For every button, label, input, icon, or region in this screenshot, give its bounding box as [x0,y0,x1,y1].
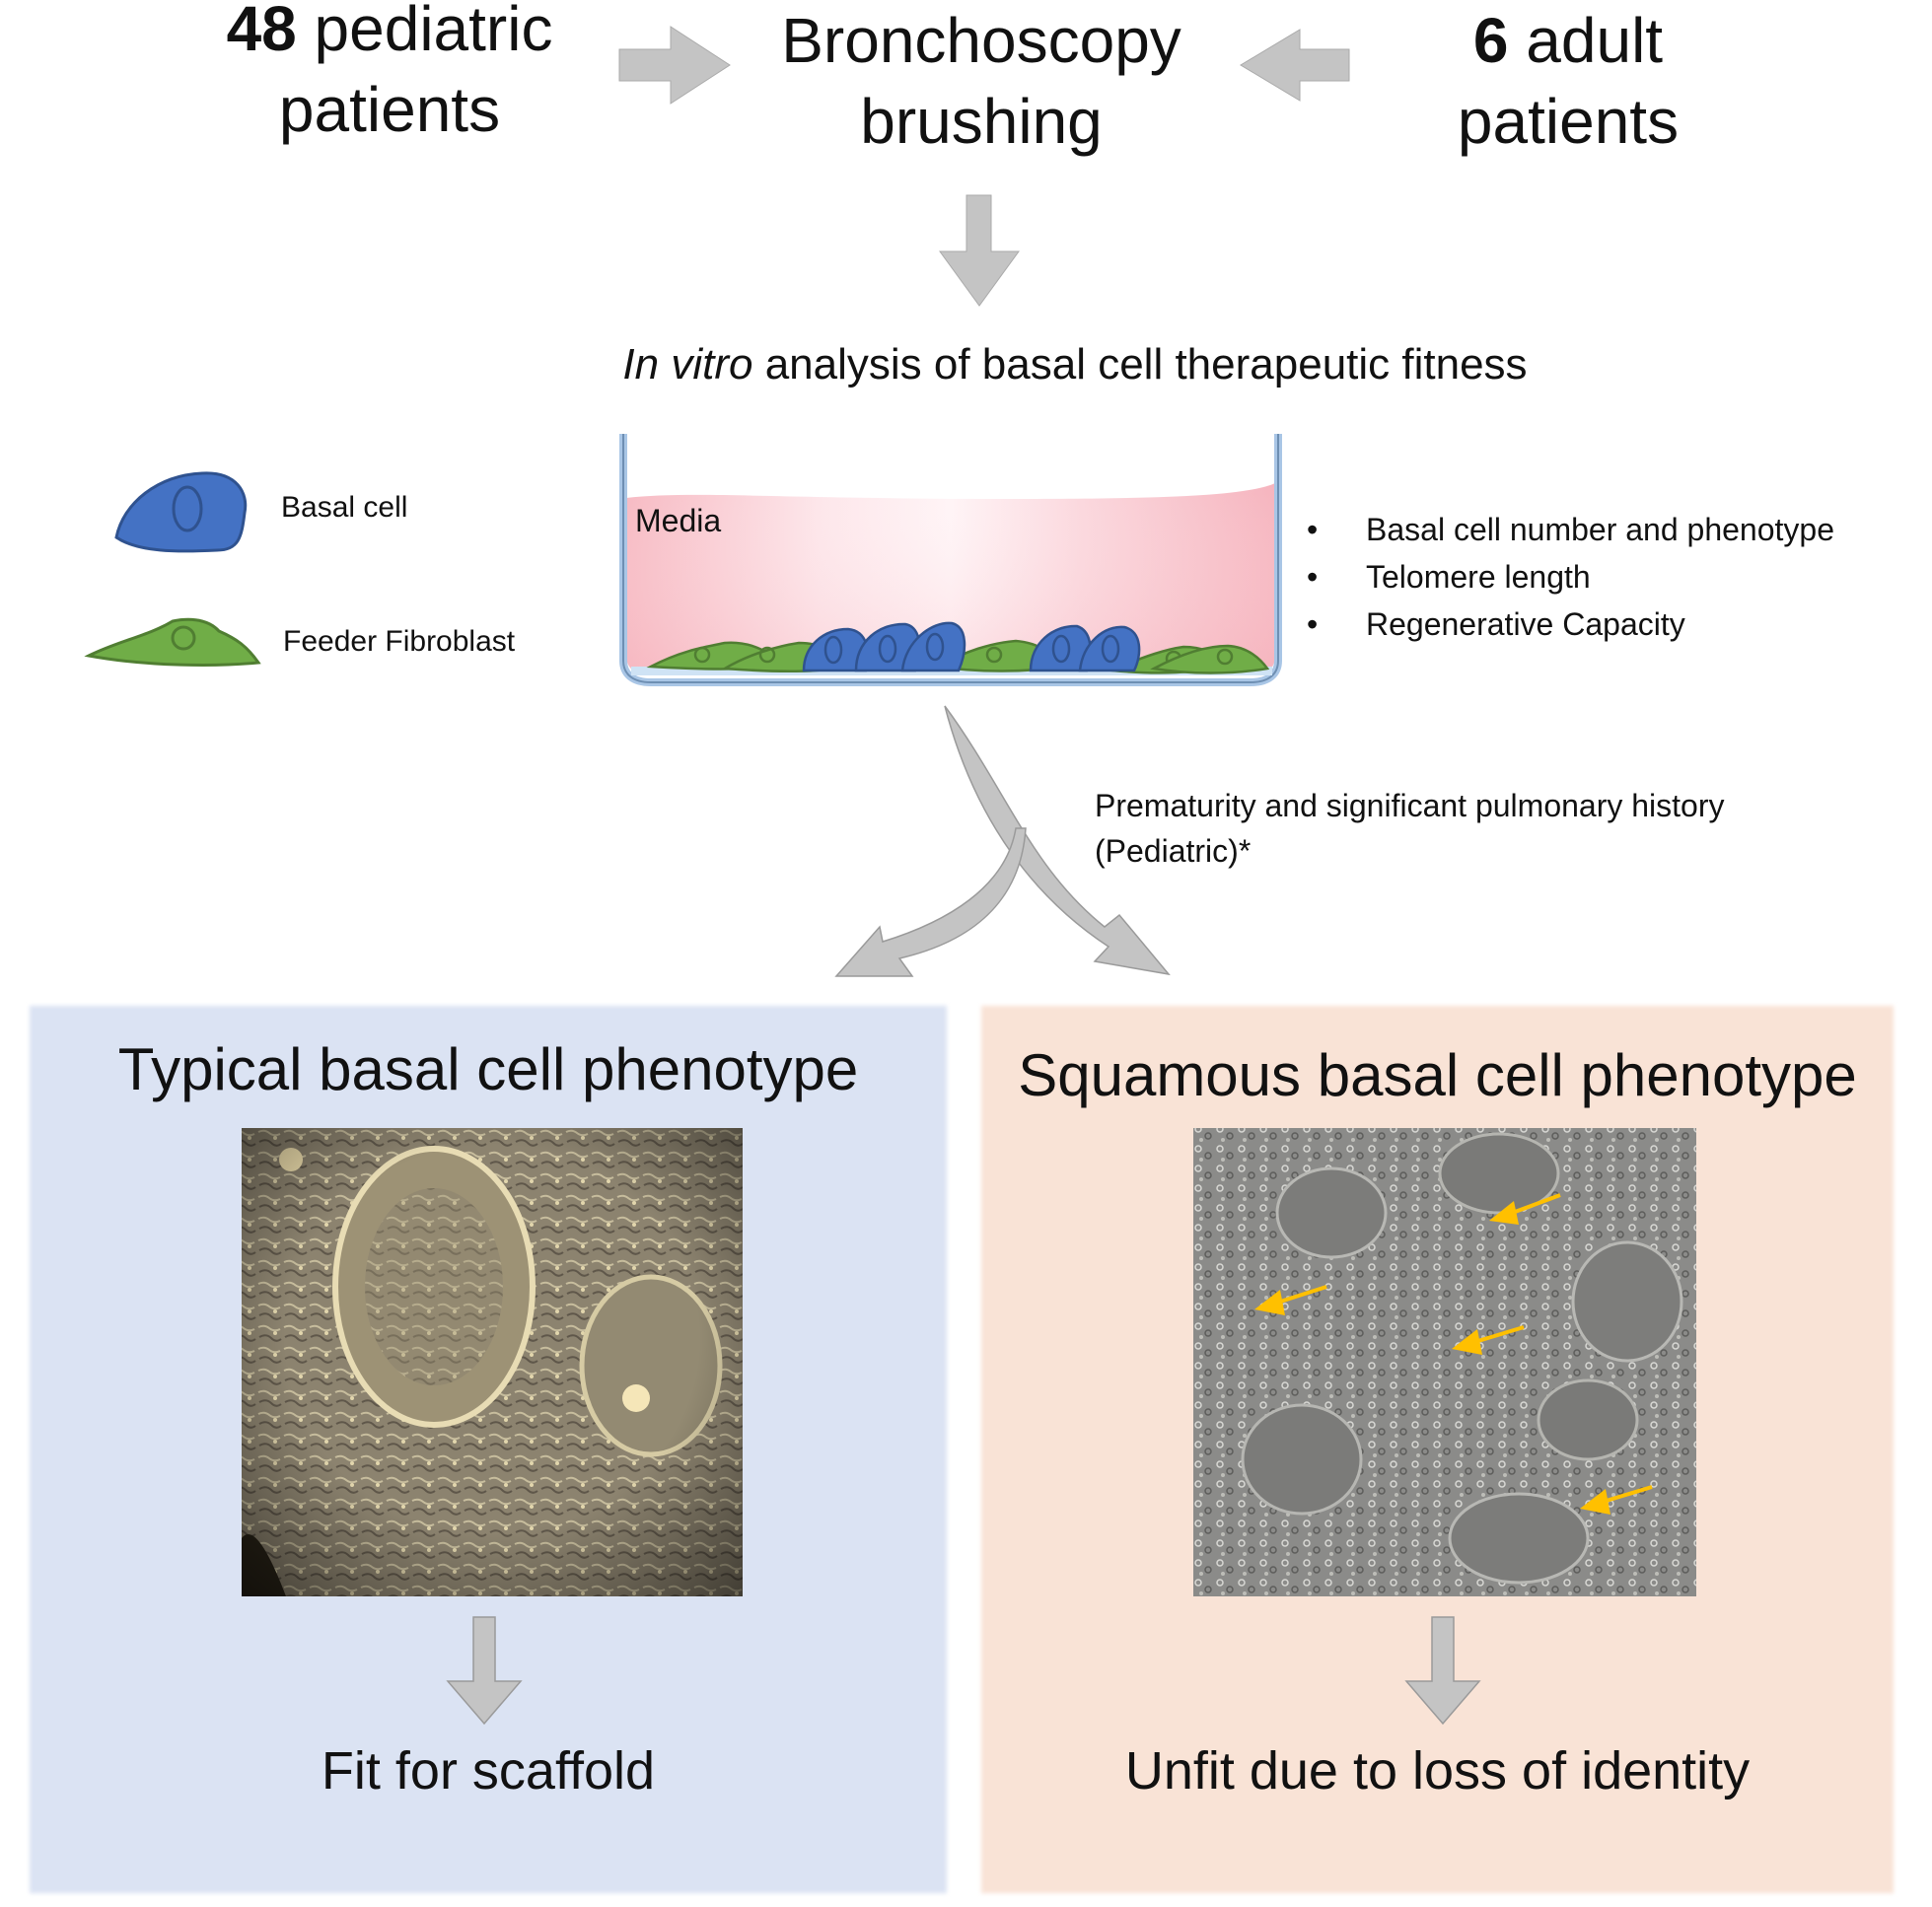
bronchoscopy-label: Bronchoscopy brushing [750,0,1213,162]
bullet-item: • Telomere length [1307,553,1834,600]
analysis-bullets: • Basal cell number and phenotype • Telome… [1307,506,1834,648]
bullet-dot: • [1307,606,1319,642]
arrow-to-fit [446,1616,523,1726]
branch-label-line1: Prematurity and significant pulmonary hi… [1095,788,1725,823]
brushing-word: brushing [860,86,1103,157]
pediatric-patients-word: patients [278,74,501,145]
squamous-marker-arrows [1254,1193,1653,1515]
adult-patients-label: 6 adult patients [1400,0,1736,162]
squamous-micrograph [1193,1128,1696,1596]
branch-arrows [834,705,1171,977]
bullet-item: • Regenerative Capacity [1307,600,1834,648]
squamous-panel-footer: Unfit due to loss of identity [1124,1741,1751,1801]
bullet-text: Regenerative Capacity [1366,606,1685,642]
media-label: Media [635,503,722,538]
bullet-dot: • [1307,559,1319,595]
dish-basal-cells [802,621,1141,672]
typical-panel-title: Typical basal cell phenotype [117,1036,859,1102]
adult-word: adult [1508,5,1664,76]
pediatric-count: 48 [226,0,297,64]
legend-basal-cell-icon [114,471,248,553]
branch-label-line2: (Pediatric)* [1095,833,1252,869]
arrow-pediatric-to-brushing [618,26,731,105]
typical-panel: Typical basal cell phenotype Fit for sca… [30,1006,947,1893]
bullet-item: • Basal cell number and phenotype [1307,506,1834,553]
analysis-italic: In vitro [622,340,753,388]
typical-panel-footer: Fit for scaffold [321,1741,656,1801]
bullet-text: Telomere length [1366,559,1591,595]
legend-basal-label: Basal cell [281,491,408,524]
bullet-text: Basal cell number and phenotype [1366,512,1834,547]
legend-feeder-label: Feeder Fibroblast [283,625,516,658]
pediatric-word: pediatric [296,0,553,64]
branch-label: Prematurity and significant pulmonary hi… [1095,783,1725,874]
adult-patients-word: patients [1457,86,1680,157]
analysis-heading: In vitro analysis of basal cell therapeu… [394,340,1755,389]
adult-count: 6 [1472,5,1509,76]
squamous-panel-title: Squamous basal cell phenotype [1018,1042,1857,1108]
arrow-adult-to-brushing [1240,29,1350,102]
arrow-down-to-analysis [939,194,1020,307]
legend-fibroblast-icon [84,617,261,667]
pediatric-patients-label: 48 pediatric patients [187,0,592,150]
squamous-panel: Squamous basal cell phenotype Unfit due … [981,1006,1894,1893]
bronchoscopy-word: Bronchoscopy [781,5,1181,76]
typical-micrograph [242,1128,743,1596]
analysis-rest: analysis of basal cell therapeutic fitne… [752,340,1528,388]
arrow-to-unfit [1404,1616,1481,1726]
bullet-dot: • [1307,512,1319,547]
